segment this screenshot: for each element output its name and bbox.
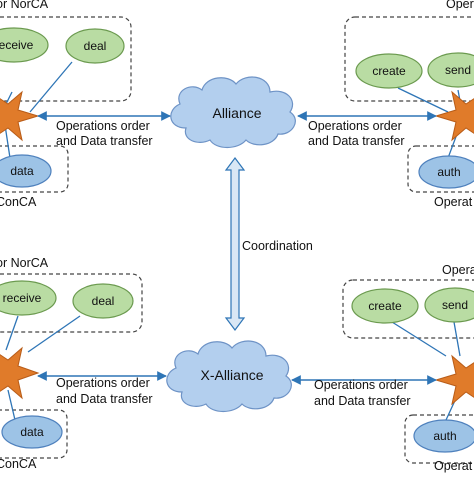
top-right-bottom-dashed-box	[407, 145, 474, 193]
group-top-left: or NorCA receive deal data ConCA	[0, 0, 132, 209]
cloud-x-alliance: X-Alliance	[166, 340, 292, 413]
ellipse-create[interactable]: create	[351, 288, 419, 324]
top-right-bottom-label: Operat	[434, 195, 473, 209]
link-label-line2: and Data transfer	[308, 134, 405, 148]
link-label-line1: Operations order	[308, 119, 402, 133]
ellipse-send[interactable]: send	[427, 52, 474, 88]
star-icon	[434, 90, 474, 142]
connector-line	[397, 87, 449, 113]
link-label-line1: Operations order	[56, 119, 150, 133]
top-right-dashed-box	[344, 16, 474, 102]
connector-line	[391, 321, 447, 357]
ellipse-data[interactable]: data	[1, 415, 63, 449]
ellipse-receive[interactable]: receive	[0, 280, 57, 316]
connector-line	[5, 315, 19, 351]
group-bottom-right: Opera create send auth Operat	[342, 263, 474, 473]
ellipse-label: deal	[84, 39, 107, 53]
star-icon	[434, 354, 474, 406]
ellipse-create[interactable]: create	[355, 53, 423, 89]
group-bottom-left: or NorCA receive deal data ConCA	[0, 256, 143, 471]
connector-line	[29, 61, 73, 113]
bottom-right-bottom-label: Operat	[434, 459, 473, 473]
top-left-bottom-dashed-box	[0, 145, 69, 193]
ellipse-send[interactable]: send	[424, 287, 474, 323]
bottom-left-bottom-dashed-box	[0, 409, 68, 459]
ellipse-label: send	[442, 298, 468, 312]
ellipse-label: auth	[433, 429, 456, 443]
ellipse-data[interactable]: data	[0, 154, 52, 188]
coordination-label: Coordination	[242, 239, 313, 253]
top-left-bottom-label: ConCA	[0, 195, 37, 209]
ellipse-deal[interactable]: deal	[65, 28, 125, 64]
ellipse-label: data	[10, 164, 34, 178]
ellipse-label: receive	[3, 291, 42, 305]
connector-line	[4, 124, 11, 159]
ellipse-deal[interactable]: deal	[72, 283, 134, 319]
ellipse-label: create	[372, 64, 406, 78]
ellipse-label: create	[368, 299, 402, 313]
link-label-line1: Operations order	[56, 376, 150, 390]
link-label-line2: and Data transfer	[314, 394, 411, 408]
star-icon	[0, 346, 40, 400]
ellipse-label: data	[20, 425, 44, 439]
coordination-arrow	[224, 157, 246, 331]
ellipse-auth[interactable]: auth	[413, 419, 474, 453]
ellipse-auth[interactable]: auth	[418, 155, 474, 189]
link-label-line2: and Data transfer	[56, 392, 153, 406]
ellipse-label: send	[445, 63, 471, 77]
top-right-title: Oper	[446, 0, 474, 11]
connector-line	[27, 315, 81, 353]
connector-line	[453, 321, 461, 357]
star-icon	[0, 90, 40, 142]
top-left-dashed-box	[0, 16, 132, 102]
ellipse-label: deal	[92, 294, 115, 308]
top-left-title: or NorCA	[0, 0, 49, 11]
bottom-right-bottom-dashed-box	[404, 414, 474, 464]
cloud-alliance: Alliance	[170, 76, 296, 149]
link-label-line1: Operations order	[314, 378, 408, 392]
bottom-right-title: Opera	[442, 263, 474, 277]
group-top-right: Oper create send auth Operat	[344, 0, 474, 209]
ellipse-receive[interactable]: receive	[0, 27, 49, 63]
bottom-left-bottom-label: ConCA	[0, 457, 37, 471]
ellipse-label: auth	[437, 165, 460, 179]
bottom-left-title: or NorCA	[0, 256, 49, 270]
connector-line	[7, 389, 16, 421]
bottom-left-dashed-box	[0, 273, 143, 333]
bottom-right-dashed-box	[342, 279, 474, 339]
link-label-line2: and Data transfer	[56, 134, 153, 148]
ellipse-label: receive	[0, 38, 34, 52]
cloud-label: Alliance	[212, 105, 261, 121]
cloud-label: X-Alliance	[200, 367, 263, 383]
